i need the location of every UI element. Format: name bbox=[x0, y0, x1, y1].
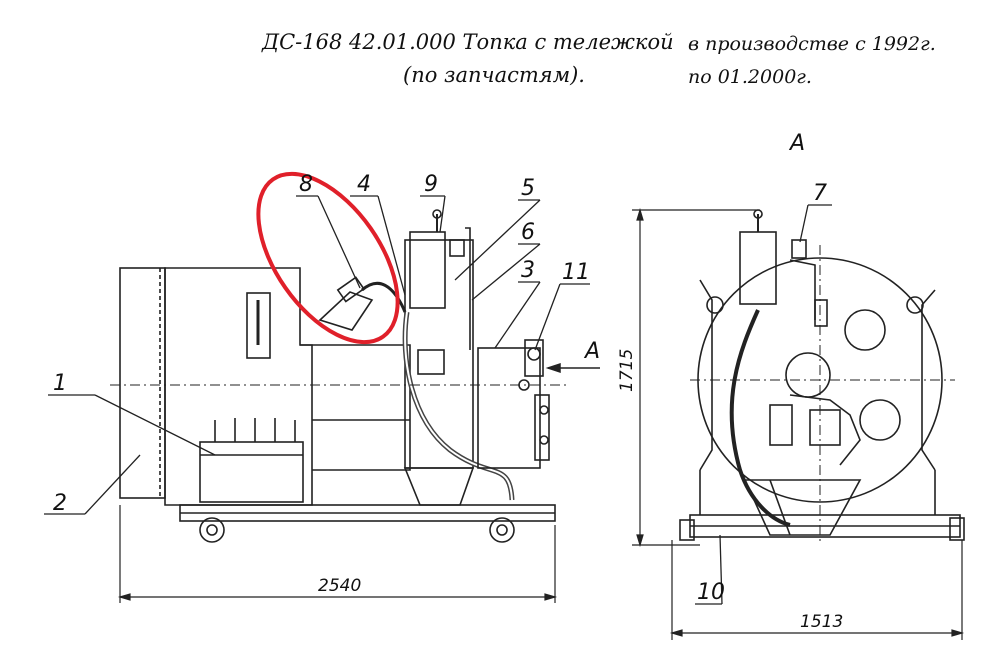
view-label: А bbox=[788, 131, 805, 156]
dimension-height bbox=[632, 207, 760, 548]
part-label-11: 11 bbox=[562, 260, 590, 285]
part-label-4: 4 bbox=[357, 172, 371, 197]
part-label-5: 5 bbox=[521, 176, 535, 201]
leader-lines bbox=[44, 195, 832, 605]
part-label-6: 6 bbox=[521, 220, 535, 245]
front-view bbox=[679, 209, 965, 545]
part-label-2: 2 bbox=[53, 491, 67, 516]
part-label-9: 9 bbox=[424, 172, 438, 197]
dimension-width bbox=[669, 540, 965, 640]
side-view bbox=[110, 209, 570, 543]
part-label-3: 3 bbox=[521, 258, 535, 283]
part-label-10: 10 bbox=[697, 580, 725, 605]
title-line-2: (по запчастям). bbox=[403, 63, 585, 87]
view-arrow bbox=[545, 362, 600, 374]
period-line-2: по 01.2000г. bbox=[688, 66, 812, 88]
highlight-ellipse bbox=[256, 171, 400, 345]
dimension-height-label: 1715 bbox=[617, 349, 637, 392]
dimension-length-label: 2540 bbox=[318, 576, 361, 596]
period-line-1: в производстве с 1992г. bbox=[688, 33, 936, 55]
side-arrow-label: А bbox=[583, 339, 600, 364]
dimension-width-label: 1513 bbox=[800, 612, 843, 632]
part-label-7: 7 bbox=[813, 181, 827, 206]
title-line-1: ДС-168 42.01.000 Топка с тележкой bbox=[262, 30, 674, 54]
part-label-8: 8 bbox=[299, 172, 313, 197]
dimension-length bbox=[117, 505, 558, 603]
part-label-1: 1 bbox=[53, 371, 67, 396]
